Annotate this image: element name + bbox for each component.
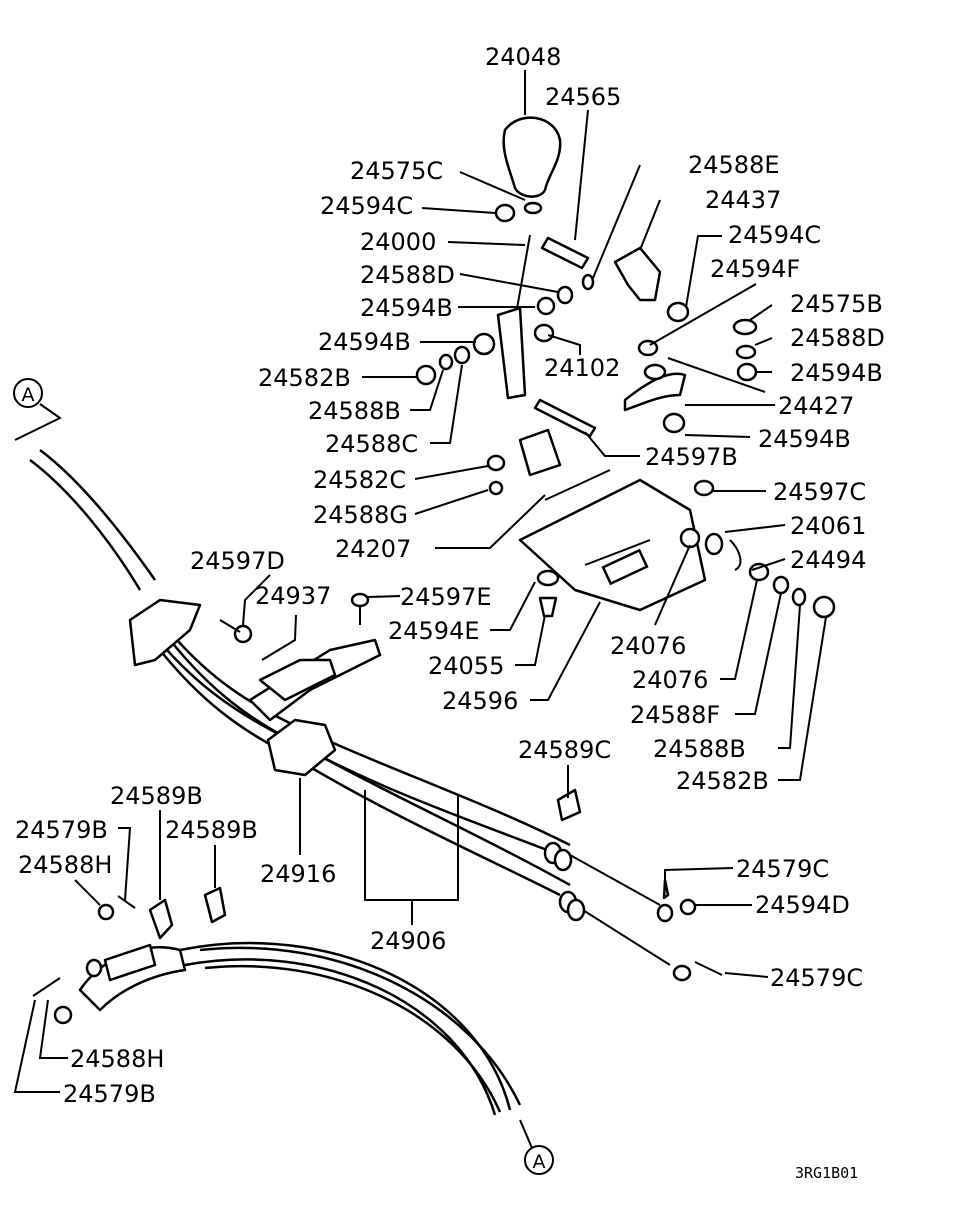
ref-marker-top: A (13, 378, 43, 408)
part-label-24582B-right: 24582B (676, 767, 769, 795)
part-label-24588D-right: 24588D (790, 324, 885, 352)
part-label-24594F: 24594F (710, 255, 800, 283)
part-label-24937: 24937 (255, 582, 331, 610)
part-label-24437: 24437 (705, 186, 781, 214)
part-label-24061: 24061 (790, 512, 866, 540)
part-label-24588H-bottom: 24588H (70, 1045, 164, 1073)
part-label-24427: 24427 (778, 392, 854, 420)
part-label-24588D-left: 24588D (360, 261, 455, 289)
part-label-24594C-right: 24594C (728, 221, 821, 249)
part-label-24906: 24906 (370, 927, 446, 955)
part-label-24588B-right: 24588B (653, 735, 746, 763)
part-label-24589B-top: 24589B (110, 782, 203, 810)
part-label-24588H-top: 24588H (18, 851, 112, 879)
part-label-24565: 24565 (545, 83, 621, 111)
part-label-24076-right: 24076 (632, 666, 708, 694)
part-label-24575B: 24575B (790, 290, 883, 318)
part-label-24076-mid: 24076 (610, 632, 686, 660)
part-label-24594C-left: 24594C (320, 192, 413, 220)
part-label-24588C: 24588C (325, 430, 418, 458)
shift-knob-shape (502, 116, 562, 198)
part-label-24575C: 24575C (350, 157, 443, 185)
shift-lever-shape (514, 234, 531, 321)
part-label-24589B-right: 24589B (165, 816, 258, 844)
part-label-24597B: 24597B (645, 443, 738, 471)
part-label-24594B-d: 24594B (758, 425, 851, 453)
part-label-24048: 24048 (485, 43, 561, 71)
part-label-24582B-top: 24582B (258, 364, 351, 392)
part-label-24102: 24102 (544, 354, 620, 382)
part-label-24597C: 24597C (773, 478, 866, 506)
part-label-24588G: 24588G (313, 501, 408, 529)
ref-marker-bottom-label: A (533, 1151, 546, 1173)
shift-base-shape (518, 478, 707, 612)
leader-lines (13, 70, 827, 1149)
part-label-24494: 24494 (790, 546, 866, 574)
ref-marker-top-label: A (22, 384, 35, 406)
part-label-24916: 24916 (260, 860, 336, 888)
part-label-24594E: 24594E (388, 617, 480, 645)
part-label-24588E: 24588E (688, 151, 780, 179)
part-labels: 24048 24565 24575C 24588E 24594C 24437 2… (15, 43, 885, 1108)
part-label-24597E: 24597E (400, 583, 492, 611)
part-label-24579C-top: 24579C (736, 855, 829, 883)
part-label-24589C: 24589C (518, 736, 611, 764)
part-label-24597D: 24597D (190, 547, 285, 575)
part-label-24588B-top: 24588B (308, 397, 401, 425)
part-label-24579C-bottom: 24579C (770, 964, 863, 992)
part-label-24055: 24055 (428, 652, 504, 680)
part-label-24594D: 24594D (755, 891, 850, 919)
part-label-24594B-a: 24594B (360, 294, 453, 322)
part-label-24596: 24596 (442, 687, 518, 715)
part-shapes (32, 116, 836, 1025)
part-label-24207: 24207 (335, 535, 411, 563)
drawing-code: 3RG1B01 (795, 1164, 858, 1182)
part-label-24588F: 24588F (630, 701, 720, 729)
part-label-24579B-bottom: 24579B (63, 1080, 156, 1108)
part-label-24582C: 24582C (313, 466, 406, 494)
part-label-24594B-b: 24594B (318, 328, 411, 356)
part-label-24000: 24000 (360, 228, 436, 256)
ref-marker-bottom: A (524, 1145, 554, 1175)
part-label-24594B-c: 24594B (790, 359, 883, 387)
part-label-24579B-top: 24579B (15, 816, 108, 844)
